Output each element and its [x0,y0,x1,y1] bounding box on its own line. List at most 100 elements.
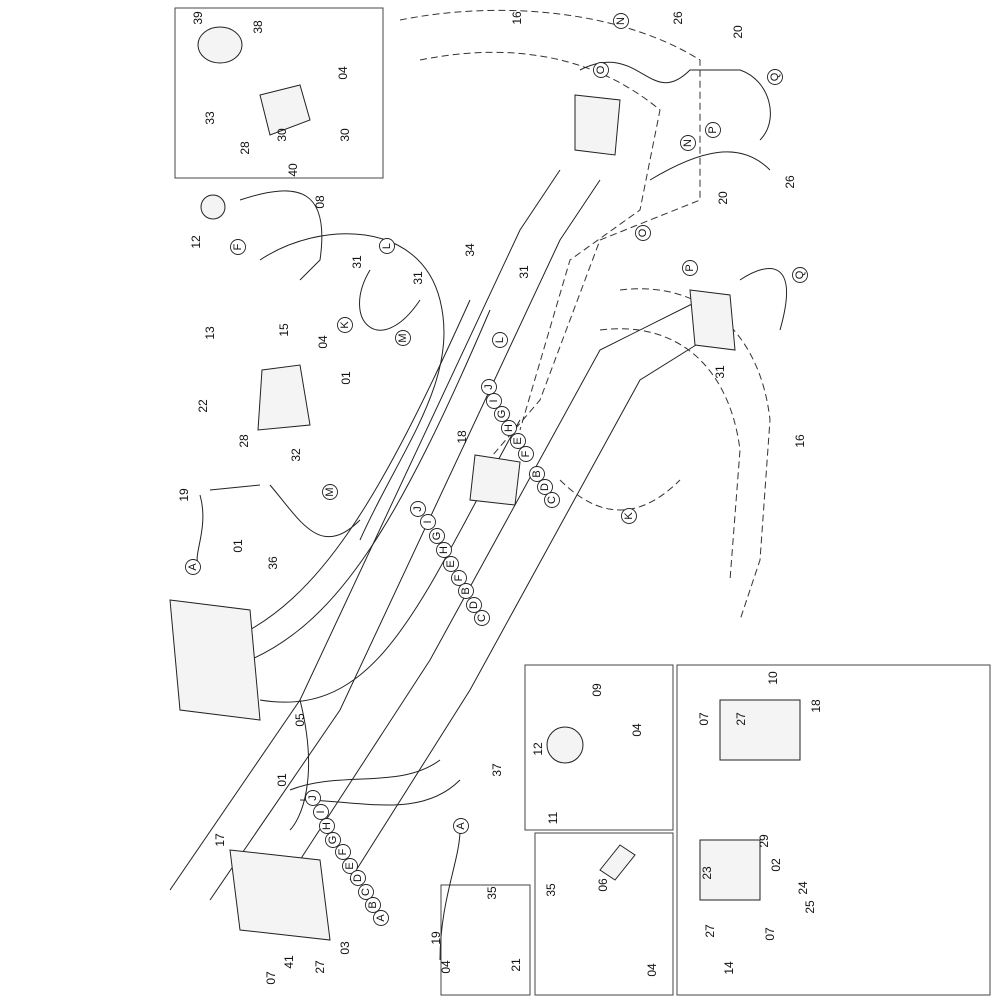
part-number-callout: 02 [769,858,783,872]
hose-letter-callout: I [488,399,500,402]
part-number-callout: 06 [596,878,610,892]
hose-letter-circle [443,556,459,572]
part-number-callout: 07 [264,971,278,985]
part-number-callout: 16 [510,11,524,25]
part-number-callout: 19 [429,931,443,945]
pump [259,84,311,136]
part-number-callout: 15 [277,323,291,337]
hose-letter-callout: B [531,470,543,477]
hose-letter-callout: E [344,862,356,869]
hose-letter-callout: K [339,321,351,329]
part-number-callout: 04 [336,66,350,80]
part-number-callout: 01 [339,371,353,385]
accumulator-inset [546,726,584,764]
part-number-callout: 05 [293,713,307,727]
part-number-callout: 17 [213,833,227,847]
hose-letter-circle [350,870,366,886]
hose-letter-callout: L [381,243,393,249]
accumulator [200,194,226,220]
part-number-callout: 12 [531,742,545,756]
part-number-callout: 19 [177,488,191,502]
hose-letter-callout: L [494,337,506,343]
hose-letter-callout: Q [769,72,781,81]
part-number-callout: 30 [338,128,352,142]
hose-letter-callout: B [460,587,472,594]
hose-letter-callout: J [483,384,495,390]
part-number-callout: 03 [338,941,352,955]
hose-letter-circle [486,393,502,409]
part-number-callout: 18 [809,699,823,713]
part-number-callout: 27 [313,960,327,974]
hose-letter-circle [365,897,381,913]
hose-letter-callout: G [496,410,508,419]
hose-letter-callout: A [455,822,467,830]
hose-letter-circle [325,832,341,848]
part-number-callout: 31 [713,365,727,379]
part-number-callout: 31 [411,271,425,285]
hose-letter-callout: J [412,506,424,512]
parts [169,26,801,941]
hose-letter-callout: F [232,243,244,250]
hose-letter-callout: A [187,563,199,571]
part-number-callout: 20 [716,191,730,205]
part-number-callout: 23 [700,866,714,880]
part-number-callout: 09 [590,683,604,697]
hose-letter-circle [453,818,469,834]
hose-letter-callout: G [431,532,443,541]
hose-letter-circle [544,492,560,508]
hose-letter-callout: M [324,487,336,496]
hose-letter-callout: C [476,614,488,622]
hose-letter-callout: F [337,848,349,855]
part-number-callout: 26 [671,11,685,25]
part-number-callout: 35 [544,883,558,897]
part-number-callout: 27 [734,712,748,726]
hose-letter-circle [680,135,696,151]
part-number-callout: 01 [275,773,289,787]
part-number-callout: 30 [275,128,289,142]
hose-letter-circle [379,238,395,254]
hose-letter-circle [230,239,246,255]
reservoir-tank [257,364,311,431]
hose-letter-callout: P [684,264,696,271]
hose-letter-circle [395,330,411,346]
hose-letter-circle [518,446,534,462]
hose-letter-callout: H [503,424,515,432]
hose-letter-circle [373,910,389,926]
control-valve-upper [169,599,261,721]
hose-letter-circle [705,122,721,138]
hose-letter-callout: N [615,17,627,25]
part-number-callout: 04 [439,960,453,974]
hose-letter-callout: F [520,450,532,457]
part-number-callout: 28 [238,141,252,155]
hose-letter-callout: O [637,228,649,237]
part-number-callout: 10 [766,671,780,685]
hose-letter-callout: H [321,822,333,830]
part-number-callout: 01 [231,539,245,553]
inset-frame-coupler-block [676,664,991,996]
part-number-callout: 25 [803,900,817,914]
part-number-callout: 40 [286,163,300,177]
part-number-callout: 41 [282,955,296,969]
coupler-plate-inset [719,699,801,761]
hoses [196,61,787,961]
part-number-callout: 27 [703,924,717,938]
part-number-callout: 32 [289,448,303,462]
part-number-callout: 31 [517,265,531,279]
part-number-callout: 26 [783,175,797,189]
inset-frame-pump [174,7,384,179]
hose-letter-callout: D [468,601,480,609]
hose-letter-callout: P [707,126,719,133]
control-lever [599,844,636,881]
hose-letter-callout: Q [794,270,806,279]
hose-letter-circle [474,610,490,626]
part-number-callout: 22 [196,399,210,413]
part-number-callout: 36 [266,556,280,570]
hose-letter-circle [429,528,445,544]
part-number-callout: 12 [189,235,203,249]
hose-letter-circle [335,844,351,860]
cylinder-mount-upper [574,94,621,156]
hose-letter-circle [492,332,508,348]
hose-letter-circle [613,13,629,29]
